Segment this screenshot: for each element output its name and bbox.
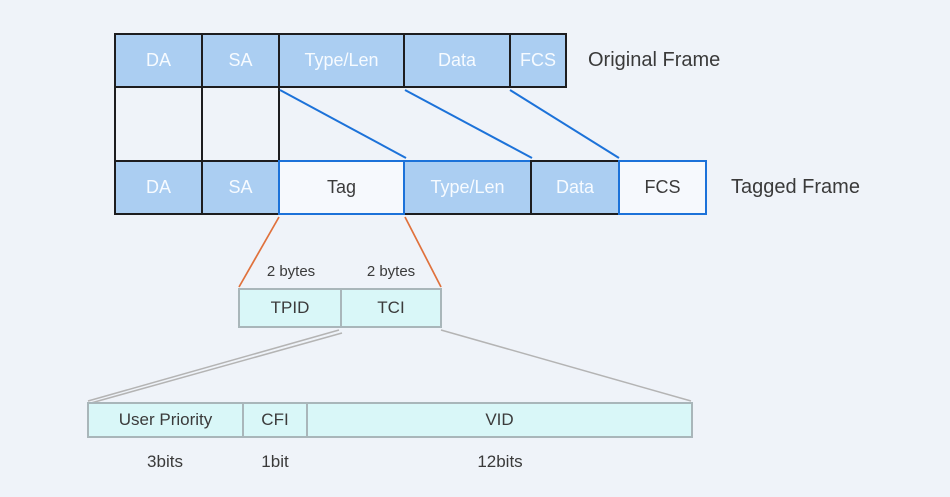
tag-field-tpid: TPID bbox=[238, 288, 342, 328]
vid-size-label: 12bits bbox=[477, 452, 523, 471]
tagged-frame-cell-fcs: FCS bbox=[618, 160, 707, 215]
insertion-guide-lines bbox=[279, 89, 620, 159]
tci-expansion-lines bbox=[87, 329, 692, 404]
tci-field-cfi: CFI bbox=[242, 402, 308, 438]
tpid-size-label: 2 bytes bbox=[266, 263, 316, 280]
original-frame-cell-fcs: FCS bbox=[509, 33, 567, 88]
original-frame-cell-typelen: Type/Len bbox=[278, 33, 405, 88]
cfi-size-label: 1bit bbox=[261, 452, 289, 471]
original-frame-cell-sa: SA bbox=[201, 33, 280, 88]
tci-field-user-priority: User Priority bbox=[87, 402, 244, 438]
tagged-frame-cell-typelen: Type/Len bbox=[403, 160, 532, 215]
tagged-frame-label: Tagged Frame bbox=[731, 176, 860, 198]
original-frame-label: Original Frame bbox=[588, 49, 721, 71]
tagged-frame-cell-data: Data bbox=[530, 160, 620, 215]
original-frame-cell-data: Data bbox=[403, 33, 511, 88]
tci-field-vid: VID bbox=[306, 402, 693, 438]
tagged-frame-cell-da: DA bbox=[114, 160, 203, 215]
tagged-frame-cell-sa: SA bbox=[201, 160, 280, 215]
tagged-frame-cell-tag: Tag bbox=[278, 160, 405, 215]
user-priority-size-label: 3bits bbox=[147, 452, 183, 471]
tag-field-tci: TCI bbox=[340, 288, 442, 328]
original-frame-cell-da: DA bbox=[114, 33, 203, 88]
tci-size-label: 2 bytes bbox=[366, 263, 416, 280]
frame-gap-column-lines bbox=[114, 88, 280, 160]
